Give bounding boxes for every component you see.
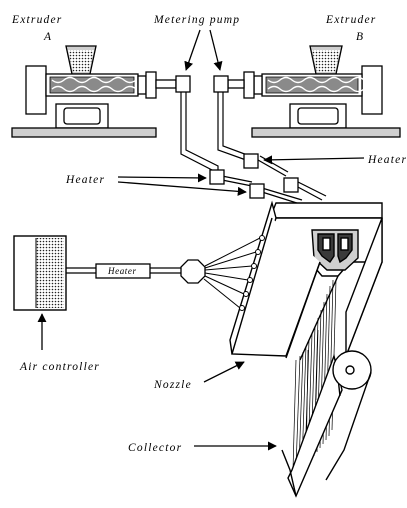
arrow-metering-pump-b — [209, 29, 223, 71]
metering-pumps — [175, 75, 229, 93]
extruder-b-base — [251, 127, 401, 138]
label-collector: Collector — [128, 442, 182, 454]
extruder-b-motor — [361, 65, 383, 115]
collector — [281, 350, 372, 498]
heater-box-3 — [249, 183, 265, 199]
air-heater-box — [95, 263, 151, 279]
label-heater-right: Heater — [367, 154, 407, 166]
die-top-face — [268, 202, 383, 219]
heater-box-4 — [283, 177, 299, 193]
arrow-heater-left-1 — [117, 173, 207, 183]
air-controller — [13, 235, 67, 311]
label-nozzle: Nozzle — [153, 379, 192, 391]
label-extruder-b: Extruder — [325, 14, 376, 26]
label-extruder-b-letter: B — [356, 31, 364, 43]
label-extruder-a-letter: A — [43, 31, 52, 43]
nozzle-die — [229, 200, 383, 361]
arrow-heater-right — [263, 155, 365, 165]
air-distributor — [180, 259, 206, 284]
metering-pump-a — [175, 75, 191, 93]
label-extruder-a: Extruder — [11, 14, 62, 26]
arrow-nozzle — [203, 361, 245, 383]
extruder-a — [11, 45, 177, 138]
air-line — [66, 267, 182, 274]
air-hoses — [203, 237, 261, 309]
extruder-a-motor — [25, 65, 47, 115]
extruder-b — [227, 45, 401, 138]
arrow-metering-pump-a — [184, 29, 201, 71]
metering-pump-b — [213, 75, 229, 93]
arrow-heater-left-2 — [117, 181, 247, 196]
extruder-a-base — [11, 127, 157, 138]
label-heater-box: Heater — [107, 266, 137, 276]
label-air-controller: Air controller — [19, 361, 100, 373]
label-metering-pump: Metering pump — [153, 14, 240, 26]
label-heater-left: Heater — [65, 174, 105, 186]
arrows — [37, 29, 365, 451]
melt-line-heaters — [209, 153, 299, 199]
heater-box-1 — [209, 169, 225, 185]
heater-box-2 — [243, 153, 259, 169]
